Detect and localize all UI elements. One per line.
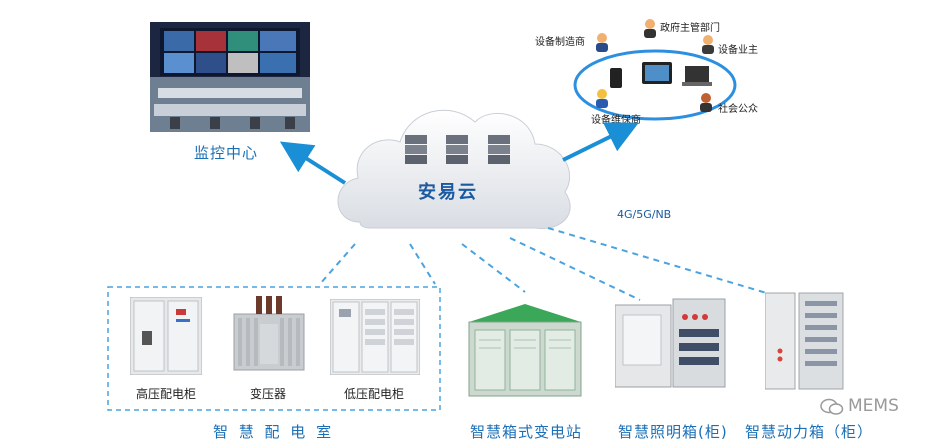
- owner-person-icon: [700, 34, 716, 58]
- public-person-icon: [698, 92, 714, 116]
- government-person-icon: [642, 18, 658, 42]
- cloud-title: 安易云: [418, 182, 478, 203]
- dash-to-room-right: [409, 243, 436, 285]
- network-label: 4G/5G/NB: [617, 208, 672, 221]
- dash-to-room-left: [319, 243, 356, 285]
- substation-room-frame: [107, 286, 441, 411]
- hv-cabinet-label: 高压配电柜: [136, 387, 197, 401]
- lighting-box-label: 智慧照明箱(柜): [618, 423, 728, 441]
- substation-room-label: 智 慧 配 电 室: [213, 423, 335, 441]
- transformer-image: [228, 292, 310, 378]
- arrow-to-monitor: [279, 141, 347, 185]
- stakeholder-maintainer: 设备维保商: [591, 115, 641, 126]
- stakeholder-government: 政府主管部门: [660, 23, 720, 34]
- power-box-label: 智慧动力箱（柜）: [745, 423, 874, 441]
- power-box-image: [764, 291, 845, 395]
- monitor-center-image: [150, 22, 310, 132]
- stakeholder-owner: 设备业主: [718, 45, 758, 56]
- dash-to-power-box: [547, 227, 791, 301]
- manufacturer-person-icon: [594, 32, 610, 56]
- lv-cabinet-label: 低压配电柜: [344, 387, 405, 401]
- stakeholder-public: 社会公众: [718, 104, 758, 115]
- monitor-center-label: 监控中心: [194, 144, 259, 162]
- wechat-icon: [820, 398, 844, 420]
- transformer-label: 变压器: [250, 387, 287, 401]
- hv-cabinet-image: [129, 296, 203, 379]
- server-icon-3: [488, 135, 510, 169]
- maintainer-person-icon: [594, 88, 610, 112]
- server-icon-2: [446, 135, 468, 169]
- box-substation-label: 智慧箱式变电站: [470, 423, 583, 441]
- lighting-box-image: [614, 297, 727, 393]
- box-substation-image: [465, 300, 585, 404]
- stakeholder-manufacturer: 设备制造商: [535, 37, 585, 48]
- arrow-to-stakeholders: [562, 122, 639, 162]
- dash-to-lighting-box: [509, 237, 641, 301]
- lv-cabinet-image: [329, 298, 421, 379]
- watermark-text: MEMS: [848, 396, 899, 416]
- stakeholder-ring: [570, 40, 740, 130]
- dash-to-box-substation: [461, 243, 526, 293]
- server-icon-1: [405, 135, 427, 169]
